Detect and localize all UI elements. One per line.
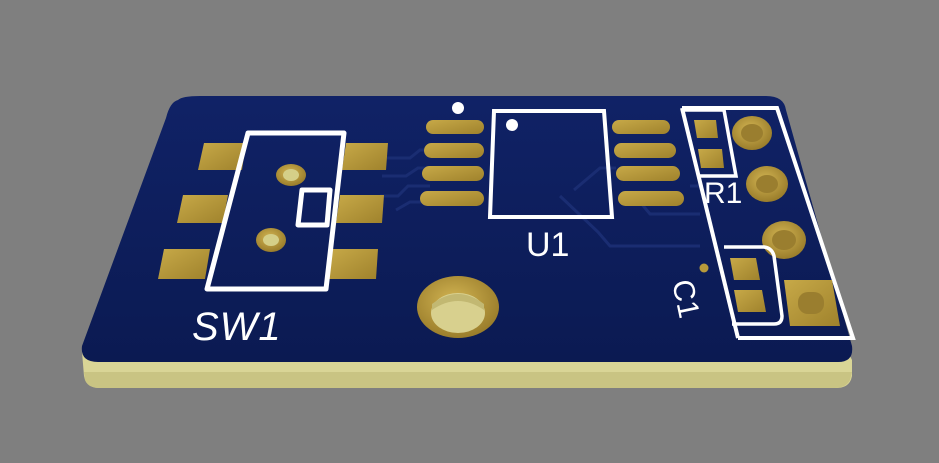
sw1-pads bbox=[158, 143, 388, 279]
header-pins bbox=[732, 116, 840, 326]
header-outline-left bbox=[680, 107, 740, 339]
sw1-outline bbox=[204, 130, 347, 292]
c1-pin1-marker bbox=[699, 263, 709, 273]
r1-pad-1 bbox=[694, 120, 718, 138]
board-top bbox=[81, 96, 853, 362]
label-r1: R1 bbox=[704, 177, 742, 210]
c1-outline bbox=[724, 245, 784, 326]
u1-pin1-dot bbox=[506, 119, 518, 131]
board-edge-shadow bbox=[84, 372, 852, 388]
c1-pad-1 bbox=[730, 258, 760, 280]
label-c1: C1 bbox=[665, 277, 705, 321]
copper-traces bbox=[380, 148, 700, 248]
header-outline bbox=[682, 106, 856, 340]
r1-pad-2 bbox=[698, 149, 724, 168]
u1-pin1-marker bbox=[452, 102, 464, 114]
label-u1: U1 bbox=[526, 226, 569, 264]
label-sw1: SW1 bbox=[192, 305, 282, 349]
sw1-hole-bottom-drill bbox=[263, 234, 279, 246]
sw1-hole-top-drill bbox=[283, 169, 299, 181]
mounting-hole-wall bbox=[432, 294, 484, 310]
u1-pads bbox=[420, 120, 684, 206]
c1-pad-2 bbox=[734, 290, 766, 312]
u1-outline bbox=[487, 109, 615, 219]
